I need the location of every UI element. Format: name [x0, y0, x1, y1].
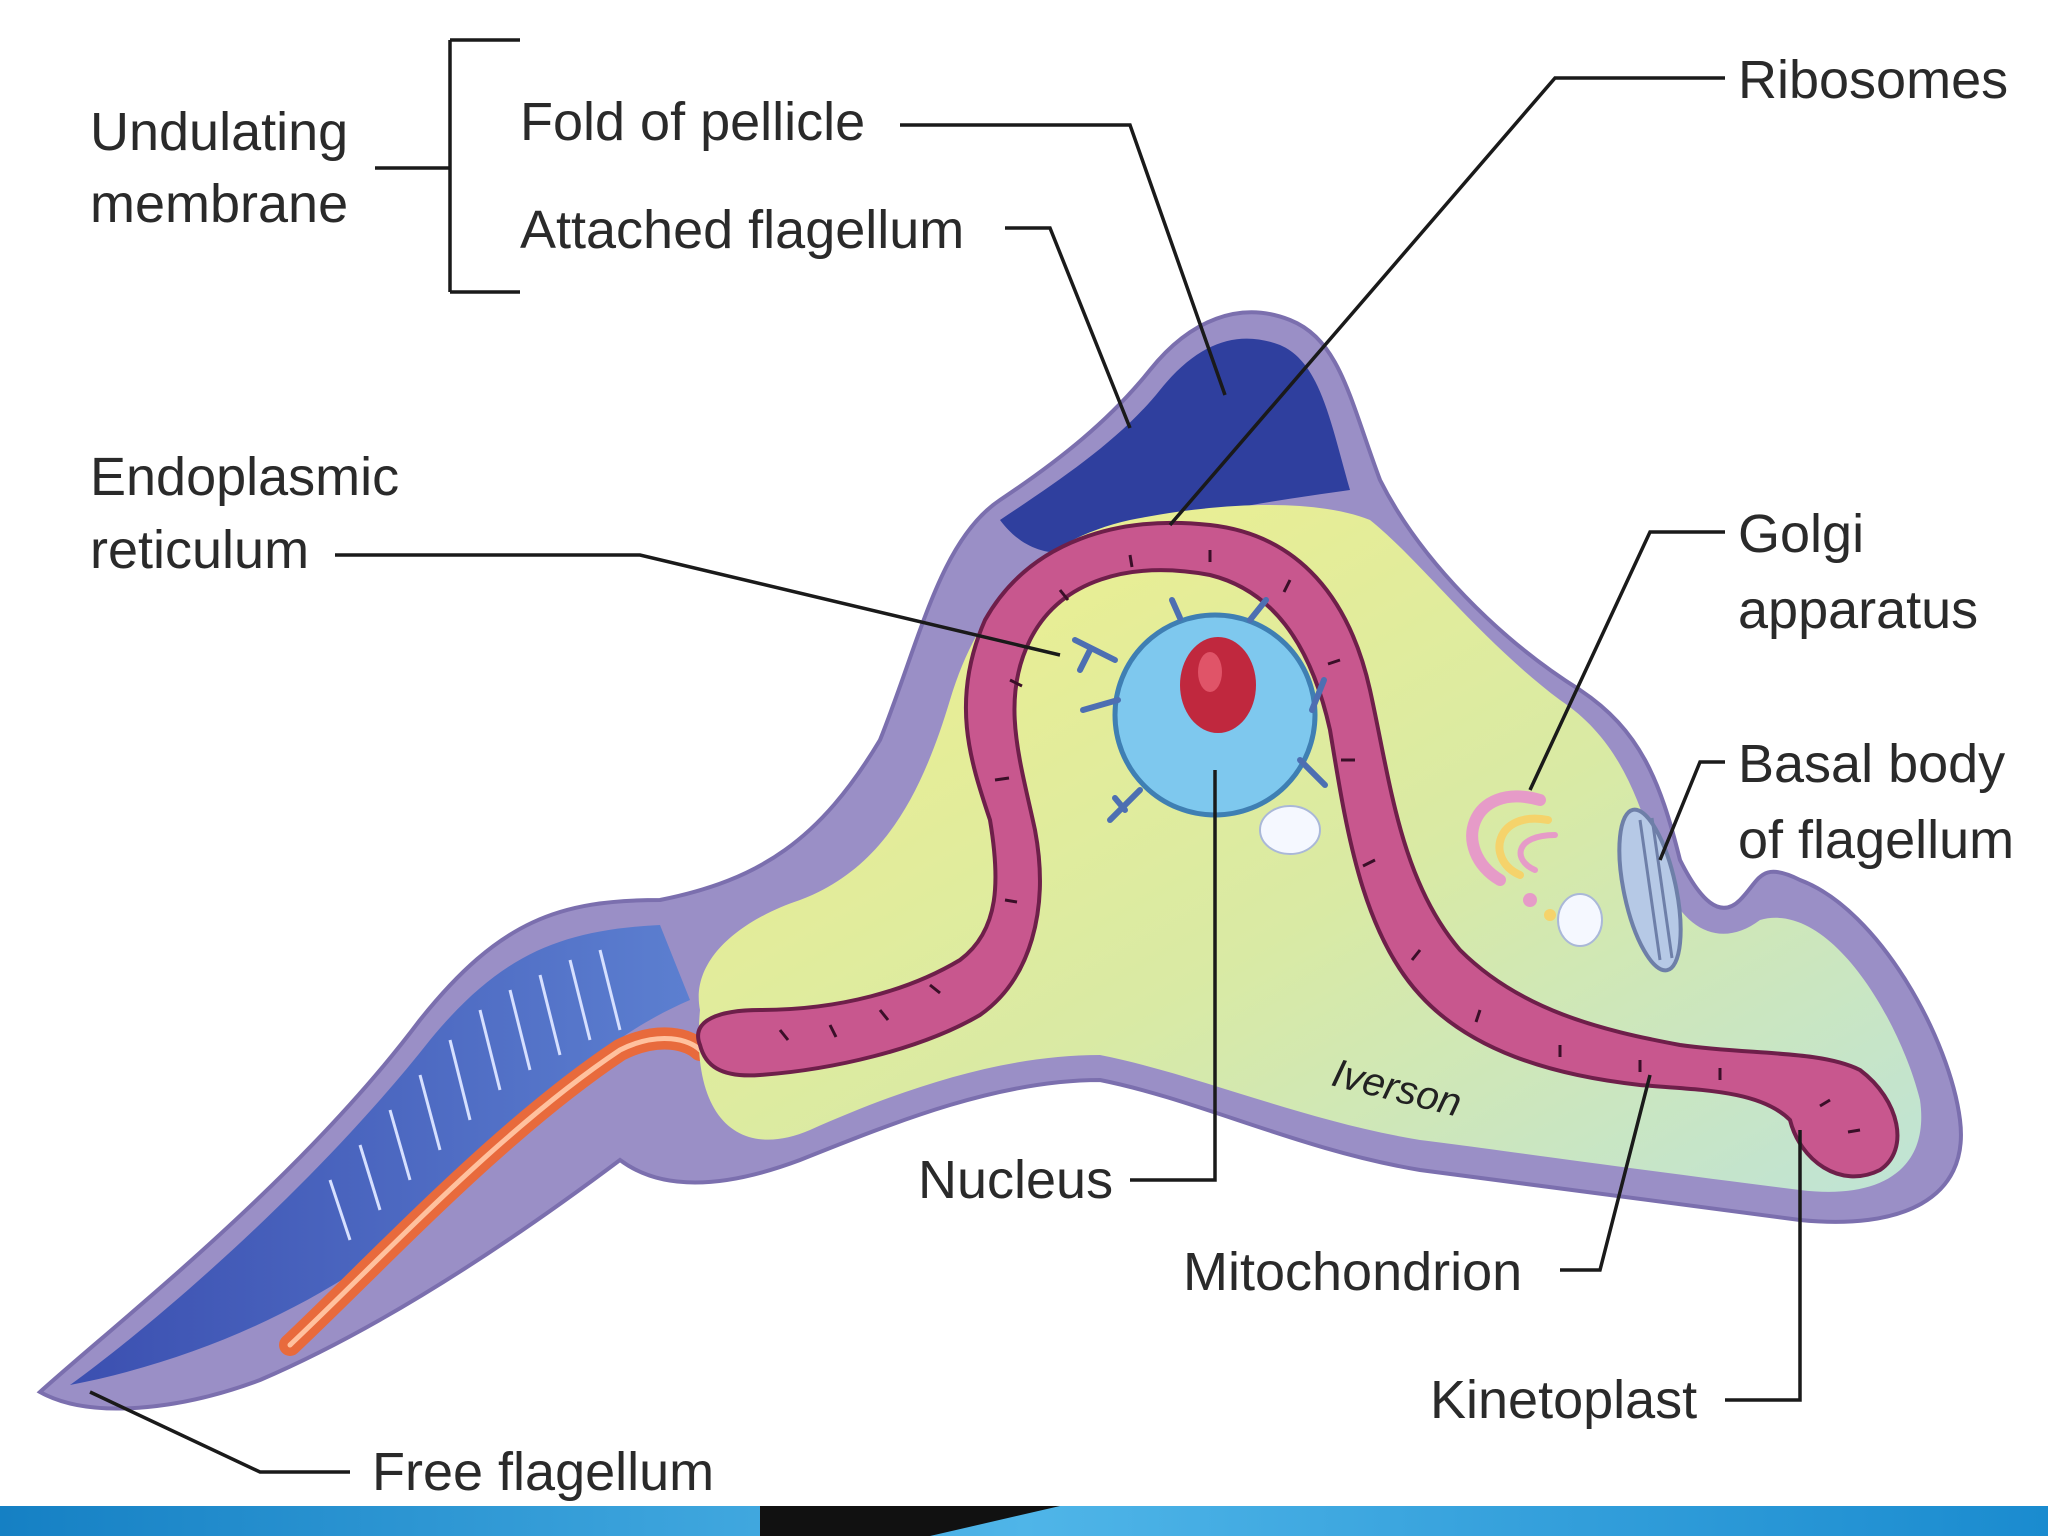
label-undulating-membrane-line2: membrane: [90, 174, 348, 234]
label-endoplasmic-reticulum-line2: reticulum: [90, 520, 309, 580]
label-kinetoplast: Kinetoplast: [1430, 1370, 1697, 1430]
vacuole: [1557, 893, 1603, 947]
vacuole: [1259, 805, 1321, 855]
label-nucleus: Nucleus: [918, 1150, 1113, 1210]
nuclear-envelope-er: [1072, 597, 1328, 823]
label-golgi-line1: Golgi: [1738, 504, 1864, 564]
label-fold-of-pellicle: Fold of pellicle: [520, 92, 865, 152]
label-ribosomes: Ribosomes: [1738, 50, 2008, 110]
label-attached-flagellum: Attached flagellum: [520, 200, 964, 260]
label-golgi-line2: apparatus: [1738, 580, 1978, 640]
tail-membrane: [70, 925, 690, 1385]
mitochondrion-cristae: [778, 550, 1861, 1134]
label-basal-body-line1: Basal body: [1738, 734, 2005, 794]
golgi-apparatus: [1466, 790, 1558, 921]
tail-striations: [328, 949, 622, 1241]
label-mitochondrion: Mitochondrion: [1183, 1242, 1522, 1302]
label-endoplasmic-reticulum-line1: Endoplasmic: [90, 447, 399, 507]
leader-lines: [89, 38, 1802, 1474]
label-free-flagellum: Free flagellum: [372, 1442, 714, 1502]
label-basal-body-line2: of flagellum: [1738, 810, 2014, 870]
pellicle-fold: [1000, 338, 1350, 554]
mitochondrion: [696, 520, 1900, 1179]
footer-arrow: [760, 1506, 1060, 1536]
label-undulating-membrane-line1: Undulating: [90, 102, 348, 162]
